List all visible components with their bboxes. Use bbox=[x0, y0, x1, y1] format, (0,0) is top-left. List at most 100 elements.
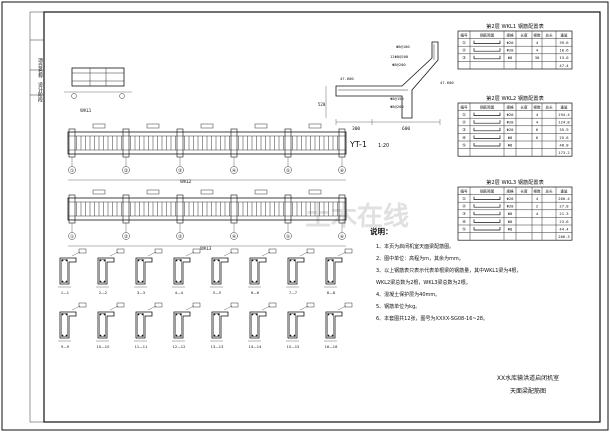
axis-bubble bbox=[68, 232, 76, 240]
axis-label: ⑥ bbox=[340, 234, 344, 240]
rebar-tag bbox=[200, 123, 214, 129]
table-header: 长度 bbox=[520, 188, 528, 193]
section-label: 4—4 bbox=[175, 291, 184, 295]
rebar-callout bbox=[78, 302, 87, 308]
table-cell: Φ20 bbox=[507, 120, 515, 125]
table-header: 重量 bbox=[560, 188, 568, 193]
axis-label: ④ bbox=[232, 234, 236, 240]
rebar-callout bbox=[78, 248, 87, 254]
table-cell: Φ8 bbox=[508, 142, 513, 147]
axis-label: ⑤ bbox=[286, 168, 290, 174]
yt1-rebar-4: Φ8@150 bbox=[390, 96, 404, 101]
table-header: 规格 bbox=[506, 188, 514, 193]
section-15: 15—15 bbox=[286, 302, 315, 349]
rebar-dot bbox=[137, 259, 140, 262]
rebar-dot bbox=[331, 259, 334, 262]
rebar-callout bbox=[268, 302, 277, 308]
table-cell: ⑤ bbox=[462, 226, 466, 231]
table-cell: ③ bbox=[462, 55, 466, 60]
table-cell: 4 bbox=[536, 112, 539, 117]
rebar-dot bbox=[179, 280, 182, 283]
wkl2-name: WKL2 bbox=[180, 179, 192, 184]
rebar-dot bbox=[141, 259, 144, 262]
table-cell: 4 bbox=[536, 120, 539, 125]
yt1-dim-300: 300 bbox=[352, 126, 360, 132]
rebar-dot bbox=[213, 313, 216, 316]
table-cell: 21.3 bbox=[559, 211, 568, 216]
axis-bubble bbox=[122, 232, 130, 240]
axis-label: ② bbox=[124, 234, 128, 240]
yt1-level-1: 47.600 bbox=[340, 76, 354, 81]
rebar-callout bbox=[154, 248, 163, 254]
rebar-dot bbox=[103, 313, 106, 316]
axis-label: ⑤ bbox=[286, 234, 290, 240]
section-label: 11—11 bbox=[135, 345, 148, 349]
rebar-dot bbox=[289, 280, 292, 283]
rebar-dot bbox=[251, 280, 254, 283]
table-cell: ① bbox=[462, 196, 466, 201]
rebar-dot bbox=[293, 259, 296, 262]
rebar-callout bbox=[154, 302, 163, 308]
axis-label: ④ bbox=[232, 168, 236, 174]
section-label: 15—15 bbox=[287, 345, 300, 349]
table-cell: ④ bbox=[462, 135, 466, 140]
rebar-dot bbox=[175, 334, 178, 337]
rebar-dot bbox=[65, 334, 68, 337]
note-3: 3、以上钢筋表只表示代表单根梁的钢筋量，其中WKL1梁为4根， bbox=[376, 267, 522, 274]
table-header: 根数 bbox=[533, 32, 541, 37]
rebar-dot bbox=[175, 280, 178, 283]
axis-bubble bbox=[338, 232, 346, 240]
rebar-dot bbox=[217, 334, 220, 337]
table-cell: 23.6 bbox=[559, 219, 569, 224]
section-12: 12—12 bbox=[172, 302, 201, 349]
rebar-dot bbox=[99, 280, 102, 283]
table-header: 根数 bbox=[533, 104, 541, 109]
rebar-dot bbox=[255, 334, 258, 337]
rebar-dot bbox=[61, 334, 64, 337]
rebar-callout bbox=[116, 248, 125, 254]
rebar-dot bbox=[293, 280, 296, 283]
rebar-table-3: 第2层 WKL3 钢筋配置表编号①②③④⑤钢筋简图规格Φ20Φ20Φ8Φ8Φ8长… bbox=[457, 178, 573, 241]
rebar-dot bbox=[217, 313, 220, 316]
rebar-sketch bbox=[473, 112, 501, 116]
section-label: 13—13 bbox=[211, 345, 224, 349]
axis-label: ⑥ bbox=[340, 168, 344, 174]
table-header: 编号 bbox=[460, 104, 468, 109]
section-label: 12—12 bbox=[173, 345, 186, 349]
table-cell: 4 bbox=[536, 196, 539, 201]
section-label: 8—8 bbox=[327, 291, 336, 295]
notes: 说明： 1、本页为启闭机室天面梁配筋图。 2、图中单位：高程为m，其余为mm。 … bbox=[370, 226, 522, 322]
table-cell: Φ20 bbox=[507, 204, 515, 209]
table-header: 总长 bbox=[545, 188, 553, 193]
table-header: 重量 bbox=[560, 104, 568, 109]
rebar-sketch bbox=[473, 211, 501, 216]
rebar-dot bbox=[65, 259, 68, 262]
section-label: 1—1 bbox=[61, 291, 69, 295]
note-1: 1、本页为启闭机室天面梁配筋图。 bbox=[376, 243, 454, 250]
rebar-sketch bbox=[473, 143, 501, 147]
section-9: 9—9 bbox=[58, 302, 87, 349]
table-header: 钢筋简图 bbox=[480, 188, 495, 193]
rebar-callout bbox=[230, 302, 239, 308]
table-header: 根数 bbox=[533, 188, 541, 193]
rebar-sketch bbox=[473, 55, 501, 60]
table-cell: 6 bbox=[536, 127, 539, 132]
table-title: 第2层 WKL3 钢筋配置表 bbox=[486, 178, 544, 186]
table-cell: ② bbox=[462, 48, 466, 53]
table-cell: 10.6 bbox=[559, 48, 569, 53]
rebar-tables: 第2层 WKL1 钢筋配置表编号①②③钢筋简图规格Φ20Φ20Φ8长度根数443… bbox=[457, 22, 573, 241]
column-1 bbox=[68, 128, 76, 158]
column-4 bbox=[230, 194, 238, 224]
table-cell: ③ bbox=[462, 211, 466, 216]
rebar-dot bbox=[103, 259, 106, 262]
rebar-dot bbox=[289, 313, 292, 316]
rebar-dot bbox=[289, 259, 292, 262]
section-label: 5—5 bbox=[213, 291, 221, 295]
rebar-dot bbox=[99, 259, 102, 262]
wkl1-small-elevation: WKL1 bbox=[64, 67, 132, 113]
rebar-dot bbox=[175, 313, 178, 316]
table-cell: 4 bbox=[536, 40, 539, 45]
table-cell: Φ20 bbox=[507, 127, 515, 132]
table-cell: 35.9 bbox=[559, 127, 569, 132]
rebar-sketch bbox=[473, 204, 501, 208]
